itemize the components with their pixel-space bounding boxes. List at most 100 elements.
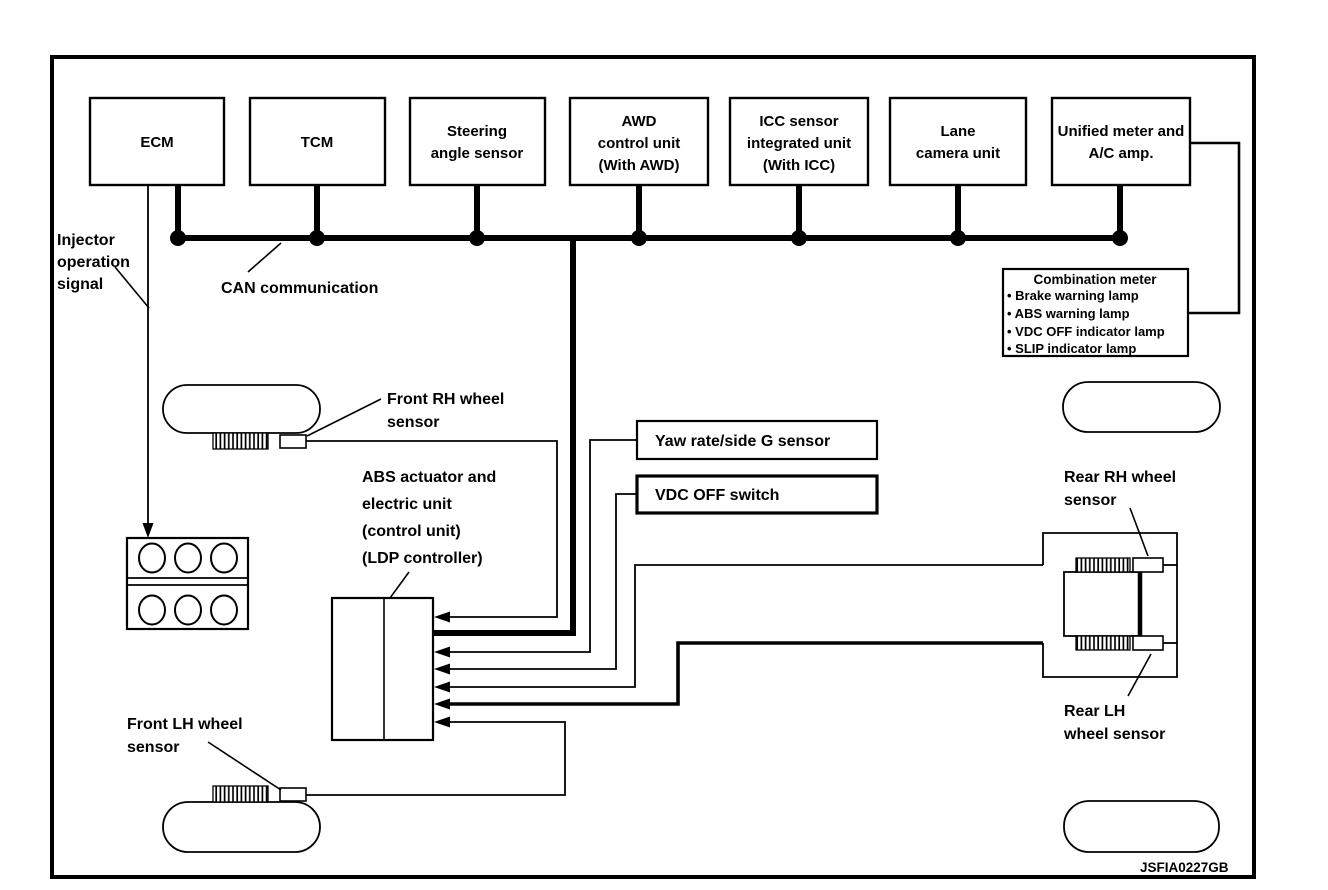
rear-lh-sensor <box>1132 635 1164 651</box>
can-label-pointer <box>247 242 282 273</box>
icc-sensor-unit-box <box>728 96 870 187</box>
front-rh-sensor-wire <box>306 440 558 618</box>
combination-meter-title: Combination meter <box>1033 272 1157 287</box>
unified-to-meter-wire <box>1189 141 1241 315</box>
vdc-switch-wire <box>446 493 637 670</box>
combination-meter-item: • VDC OFF indicator lamp <box>1007 324 1165 339</box>
injector-label-pointer <box>114 266 150 309</box>
injector-label: Injector <box>57 232 115 249</box>
rear-axle-housing <box>1042 532 1178 678</box>
rear-lh-label: Rear LH <box>1064 703 1125 720</box>
rear-lh-label-pointer <box>1127 653 1152 697</box>
front-rh-sensor-rotor <box>212 432 269 450</box>
front-rh-tire <box>162 384 321 434</box>
front-lh-sensor <box>279 787 307 802</box>
abs-actuator-box <box>330 596 435 742</box>
front-lh-tire <box>162 801 321 853</box>
combination-meter: Combination meter • Brake warning lamp •… <box>1001 141 1241 358</box>
front-lh-label: Front LH wheel <box>127 716 243 733</box>
rear-axle-assembly: Rear RH wheel sensor Rear LH wheel senso… <box>446 381 1221 853</box>
can-branch-to-abs <box>434 238 576 636</box>
top-ecu-boxes: ECM TCM Steering angle sensor AWD contro… <box>88 96 1192 187</box>
steering-box-label: Steering <box>447 123 507 140</box>
yaw-sensor-wire <box>446 439 637 653</box>
can-node-dot <box>791 230 807 246</box>
rear-rh-label-pointer <box>1129 507 1149 557</box>
combination-meter-item: • Brake warning lamp <box>1007 288 1139 303</box>
can-bus: CAN communication <box>170 185 1128 636</box>
can-node-dot <box>309 230 325 246</box>
icc-box-label: (With ICC) <box>763 157 835 174</box>
front-rh-label: Front RH wheel <box>387 391 504 408</box>
rear-rh-tire <box>1062 381 1221 433</box>
injector-port <box>210 542 238 574</box>
tcm-box <box>248 96 387 187</box>
abs-input-arrow-icon <box>434 716 450 728</box>
front-lh-sensor-rotor <box>212 785 269 803</box>
rear-differential <box>1063 571 1141 637</box>
injector-arrowhead-icon <box>142 523 154 538</box>
combination-meter-box <box>1001 267 1190 358</box>
abs-unit-label: ABS actuator and <box>362 469 496 486</box>
lane-camera-unit-box <box>888 96 1028 187</box>
vdc-off-switch-label: VDC OFF switch <box>655 487 779 504</box>
awd-control-unit-box <box>568 96 710 187</box>
awd-box-label: control unit <box>598 135 681 152</box>
can-node-dot <box>631 230 647 246</box>
front-lh-label-pointer <box>207 741 282 791</box>
abs-input-arrow-icon <box>434 646 450 658</box>
abs-input-arrow-icon <box>434 611 450 623</box>
front-lh-wheel: Front LH wheel sensor <box>127 716 566 853</box>
abs-unit-label: electric unit <box>362 496 452 513</box>
rear-lh-tire <box>1063 800 1220 853</box>
unified-box-label: A/C amp. <box>1088 145 1153 162</box>
rear-rh-sensor <box>1132 557 1164 573</box>
rear-rh-sensor-wire <box>446 564 1043 688</box>
injector-label: operation <box>57 254 130 271</box>
lane-box-label: Lane <box>940 123 975 140</box>
front-rh-wheel: Front RH wheel sensor <box>162 384 558 618</box>
figure-code: JSFIA0227GB <box>1140 860 1229 875</box>
vdc-off-switch-box <box>635 474 879 515</box>
combination-meter-item: • ABS warning lamp <box>1007 306 1130 321</box>
vdc-off-switch: VDC OFF switch <box>446 474 879 670</box>
front-rh-label-pointer <box>306 398 382 437</box>
can-node-dot <box>1112 230 1128 246</box>
combination-meter-item: • SLIP indicator lamp <box>1007 341 1136 356</box>
rear-rh-label: sensor <box>1064 492 1116 509</box>
awd-box-label: (With AWD) <box>599 157 680 174</box>
rear-lh-sensor-rotor <box>1075 635 1131 651</box>
abs-unit-label: (control unit) <box>362 523 461 540</box>
rear-lh-sensor-wire <box>446 641 1043 706</box>
abs-label-pointer <box>389 571 410 599</box>
yaw-rate-sensor: Yaw rate/side G sensor <box>446 419 879 653</box>
can-node-dot <box>950 230 966 246</box>
abs-input-arrow-icon <box>434 663 450 675</box>
unified-meter-box <box>1050 96 1192 187</box>
can-label: CAN communication <box>221 280 378 297</box>
ecm-box-label: ECM <box>140 134 173 151</box>
abs-actuator-unit: ABS actuator and electric unit (control … <box>330 469 496 742</box>
diagram-frame <box>50 55 1256 879</box>
injector-port <box>138 542 166 574</box>
front-rh-label: sensor <box>387 414 439 431</box>
steering-angle-sensor-box <box>408 96 547 187</box>
tcm-box-label: TCM <box>301 134 334 151</box>
abs-input-arrow-icon <box>434 698 450 710</box>
injector-label: signal <box>57 276 103 293</box>
lane-box-label: camera unit <box>916 145 1000 162</box>
rear-lh-label: wheel sensor <box>1063 726 1165 743</box>
awd-box-label: AWD <box>622 113 657 130</box>
can-node-dot <box>170 230 186 246</box>
rear-rh-label: Rear RH wheel <box>1064 469 1176 486</box>
ecm-box <box>88 96 226 187</box>
unified-box-label: Unified meter and <box>1058 123 1185 140</box>
injector-port <box>174 542 202 574</box>
steering-box-label: angle sensor <box>431 145 524 162</box>
front-rh-sensor <box>279 434 307 449</box>
icc-box-label: ICC sensor <box>759 113 838 130</box>
injector-signal: Injector operation signal <box>57 185 250 631</box>
injector-port <box>174 594 202 626</box>
